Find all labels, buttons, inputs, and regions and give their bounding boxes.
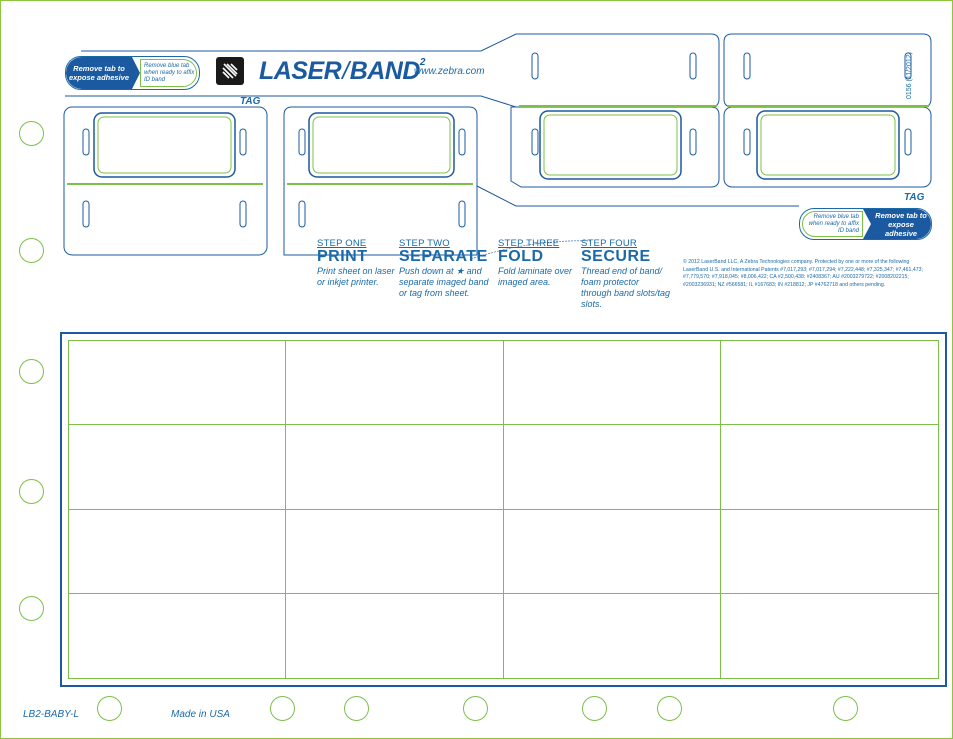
binder-hole bbox=[582, 696, 607, 721]
arrow-right-icon bbox=[132, 57, 140, 89]
binder-hole bbox=[97, 696, 122, 721]
step-two: STEP TWO SEPARATE Push down at ★ and sep… bbox=[399, 238, 495, 299]
step-label: STEP TWO bbox=[399, 238, 450, 249]
logo-slash: / bbox=[342, 57, 349, 85]
laserband-logo: LASER / BAND 2 bbox=[259, 57, 425, 85]
label-cell[interactable] bbox=[69, 425, 287, 510]
label-cell[interactable] bbox=[286, 509, 504, 594]
logo-superscript: 2 bbox=[419, 57, 426, 68]
form-code: 0156 (11/2012) bbox=[906, 52, 913, 99]
label-cell[interactable] bbox=[720, 425, 938, 510]
zebra-head-icon bbox=[222, 63, 238, 79]
step-heading: FOLD bbox=[498, 248, 544, 265]
step-heading: PRINT bbox=[317, 248, 368, 265]
remove-blue-tab-text: Remove blue tab when ready to affix ID b… bbox=[802, 211, 863, 237]
logo-word-laser: LASER bbox=[259, 57, 342, 85]
zebra-logo-icon bbox=[216, 57, 244, 85]
step-heading: SEPARATE bbox=[399, 248, 488, 265]
label-cell[interactable] bbox=[720, 341, 938, 426]
label-cell[interactable] bbox=[286, 425, 504, 510]
label-grid-inner bbox=[68, 340, 939, 679]
adhesive-tab-left[interactable]: Remove tab to expose adhesive Remove blu… bbox=[65, 56, 200, 90]
step-description: Push down at ★ and separate imaged band … bbox=[399, 266, 489, 298]
remove-blue-tab-text: Remove blue tab when ready to affix ID b… bbox=[140, 59, 197, 87]
label-cell[interactable] bbox=[69, 593, 287, 678]
label-cell[interactable] bbox=[69, 341, 287, 426]
remove-tab-text: Remove tab to expose adhesive bbox=[66, 57, 132, 89]
label-cell[interactable] bbox=[286, 593, 504, 678]
label-grid bbox=[60, 332, 947, 687]
binder-hole bbox=[19, 238, 44, 263]
binder-hole bbox=[344, 696, 369, 721]
tag-label: TAG bbox=[904, 192, 925, 203]
website-url: www.zebra.com bbox=[414, 66, 485, 77]
binder-hole bbox=[19, 596, 44, 621]
binder-hole bbox=[19, 121, 44, 146]
logo-word-band: BAND bbox=[349, 57, 421, 85]
step-description: Fold laminate over imaged area. bbox=[498, 266, 573, 287]
copyright-notice: © 2012 LaserBand LLC, A Zebra Technologi… bbox=[683, 259, 923, 288]
arrow-right-icon bbox=[863, 209, 871, 239]
label-cell[interactable] bbox=[286, 341, 504, 426]
binder-hole bbox=[833, 696, 858, 721]
label-cell[interactable] bbox=[503, 425, 721, 510]
remove-tab-text: Remove tab to expose adhesive bbox=[871, 209, 931, 239]
label-cell[interactable] bbox=[503, 509, 721, 594]
step-label: STEP ONE bbox=[317, 238, 367, 249]
made-in-usa: Made in USA bbox=[171, 709, 230, 720]
step-label: STEP FOUR bbox=[581, 238, 637, 249]
binder-hole bbox=[657, 696, 682, 721]
label-cell[interactable] bbox=[721, 594, 938, 678]
binder-hole bbox=[463, 696, 488, 721]
label-cell[interactable] bbox=[504, 593, 721, 678]
step-one: STEP ONE PRINT Print sheet on laser or i… bbox=[317, 238, 395, 288]
step-description: Print sheet on laser or inkjet printer. bbox=[317, 266, 395, 287]
label-cell[interactable] bbox=[69, 509, 287, 594]
step-heading: SECURE bbox=[581, 248, 651, 265]
step-label: STEP THREE bbox=[498, 238, 560, 249]
binder-hole bbox=[270, 696, 295, 721]
label-cell[interactable] bbox=[720, 510, 938, 594]
binder-hole bbox=[19, 479, 44, 504]
binder-hole bbox=[19, 359, 44, 384]
step-three: STEP THREE FOLD Fold laminate over image… bbox=[498, 238, 574, 288]
adhesive-tab-right[interactable]: Remove blue tab when ready to affix ID b… bbox=[799, 208, 932, 240]
step-description: Thread end of band/ foam protector throu… bbox=[581, 266, 671, 309]
band-die-cut-outlines bbox=[63, 33, 932, 260]
product-code: LB2-BABY-L bbox=[23, 709, 79, 720]
step-four: STEP FOUR SECURE Thread end of band/ foa… bbox=[581, 238, 671, 310]
tag-label: TAG bbox=[240, 96, 261, 107]
label-cell[interactable] bbox=[503, 341, 721, 426]
